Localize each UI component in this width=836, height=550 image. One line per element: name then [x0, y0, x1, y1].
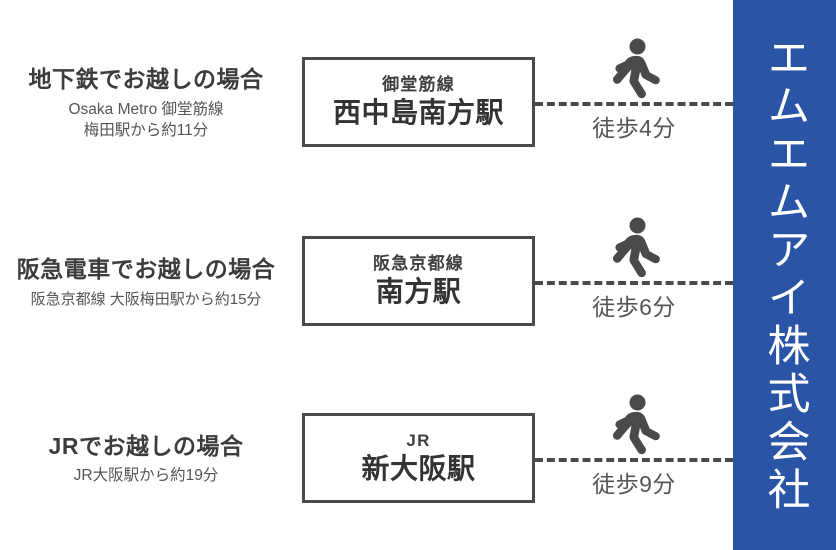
company-name-vertical-text: エムエムアイ株式会社 [761, 35, 809, 515]
route-description-subway: 地下鉄でお越しの場合 Osaka Metro 御堂筋線 梅田駅から約11分 [0, 14, 292, 194]
station-name: 南方駅 [375, 275, 462, 307]
dashed-connector-line [535, 102, 733, 106]
route-subtitle-line2: 梅田駅から約11分 [83, 121, 209, 139]
route-subtitle: 阪急京都線 大阪梅田駅から約15分 [31, 290, 262, 310]
route-subtitle: Osaka Metro 御堂筋線 梅田駅から約11分 [68, 100, 223, 142]
station-name: 西中島南方駅 [332, 96, 504, 128]
route-row-subway: 地下鉄でお越しの場合 Osaka Metro 御堂筋線 梅田駅から約11分 御堂… [0, 14, 733, 194]
route-subtitle-line1: 阪急京都線 大阪梅田駅から約15分 [30, 290, 262, 308]
rail-line-name: 御堂筋線 [382, 74, 455, 94]
route-subtitle: JR大阪駅から約19分 [74, 466, 219, 487]
station-box-jr: JR 新大阪駅 [302, 413, 535, 503]
pedestrian-walking-icon [604, 394, 662, 456]
route-heading: 地下鉄でお越しの場合 [28, 66, 264, 93]
route-description-hankyu: 阪急電車でお越しの場合 阪急京都線 大阪梅田駅から約15分 [0, 193, 292, 373]
route-heading: 阪急電車でお越しの場合 [16, 256, 276, 283]
pedestrian-walking-icon [604, 38, 662, 100]
dashed-connector-line [535, 281, 733, 285]
rail-line-name: JR [406, 430, 431, 450]
pedestrian-walking-icon [604, 217, 662, 279]
route-subtitle-line1: Osaka Metro 御堂筋線 [68, 100, 224, 118]
company-name-banner: エムエムアイ株式会社 [733, 0, 836, 550]
dashed-connector-line [535, 458, 733, 462]
route-row-hankyu: 阪急電車でお越しの場合 阪急京都線 大阪梅田駅から約15分 阪急京都線 南方駅 … [0, 193, 733, 373]
route-heading: JRでお越しの場合 [48, 432, 244, 459]
walk-time-label: 徒歩6分 [592, 294, 676, 320]
route-description-jr: JRでお越しの場合 JR大阪駅から約19分 [0, 370, 292, 550]
walk-time-label: 徒歩4分 [592, 115, 676, 141]
walk-time-label: 徒歩9分 [592, 471, 676, 497]
station-box-subway: 御堂筋線 西中島南方駅 [302, 57, 535, 147]
route-subtitle-line1: JR大阪駅から約19分 [73, 467, 219, 485]
route-row-jr: JRでお越しの場合 JR大阪駅から約19分 JR 新大阪駅 徒歩9分 [0, 370, 733, 550]
station-box-hankyu: 阪急京都線 南方駅 [302, 236, 535, 326]
station-name: 新大阪駅 [361, 452, 476, 484]
rail-line-name: 阪急京都線 [373, 253, 464, 273]
